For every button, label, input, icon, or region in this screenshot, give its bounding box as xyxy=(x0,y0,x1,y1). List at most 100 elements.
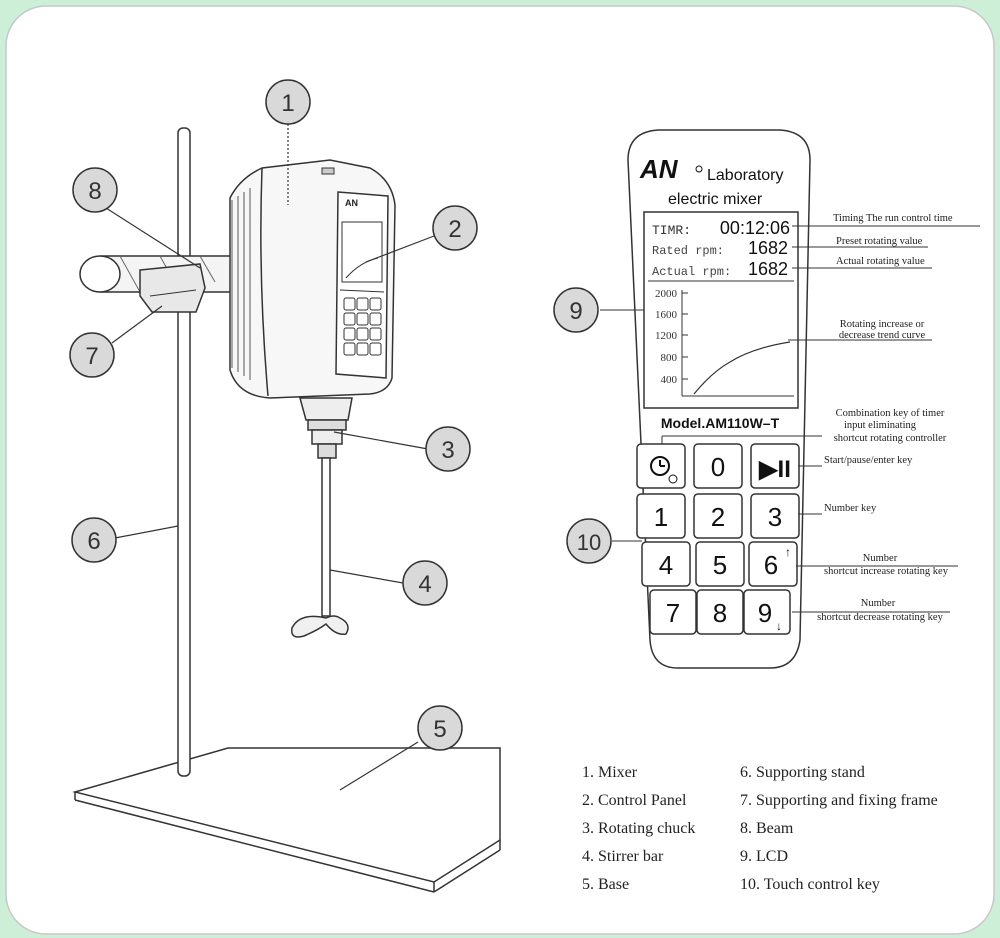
legend-item-6: 6. Supporting stand xyxy=(740,764,865,781)
key-3-label: 3 xyxy=(768,502,782,532)
propeller xyxy=(291,615,349,638)
legend-item-4: 4. Stirrer bar xyxy=(582,848,664,865)
legend-item-10: 10. Touch control key xyxy=(740,876,880,893)
callout-6: 6 xyxy=(71,517,117,563)
annot-combo-3: shortcut rotating controller xyxy=(834,433,947,444)
key-5[interactable] xyxy=(695,541,745,587)
keypad: 0 ▶II 1 2 3 4 5 6 ↑ 7 8 9 ↓ xyxy=(636,443,800,635)
leader-lines-right xyxy=(600,225,980,613)
legend-item-7: 7. Supporting and fixing frame xyxy=(740,792,938,809)
key-7[interactable] xyxy=(649,589,697,635)
callout-8: 8 xyxy=(72,167,118,213)
key-6-label: 6 xyxy=(764,550,778,580)
key-0[interactable] xyxy=(693,443,743,489)
svg-text:9: 9 xyxy=(569,298,582,325)
arrow-up-icon: ↑ xyxy=(785,545,791,559)
lcd-timer-label: TIMR: xyxy=(652,223,691,238)
legend-item-2: 2. Control Panel xyxy=(582,792,687,809)
rotating-chuck xyxy=(299,397,353,421)
mini-keypad xyxy=(343,297,382,356)
annot-inc-1: Number xyxy=(863,553,898,564)
lcd-trend-curve xyxy=(693,341,791,395)
callout-7: 7 xyxy=(69,332,115,378)
leader-lines-left xyxy=(105,124,435,791)
lcd-rated-value: 1682 xyxy=(748,238,788,258)
legend: 1. Mixer 2. Control Panel 3. Rotating ch… xyxy=(582,764,938,893)
callout-5: 5 xyxy=(417,705,463,751)
svg-text:7: 7 xyxy=(85,343,98,370)
model-label: Model.AM110W–T xyxy=(661,415,780,431)
svg-text:1: 1 xyxy=(281,90,294,117)
mini-lcd xyxy=(341,221,383,283)
svg-text:5: 5 xyxy=(433,716,446,743)
annot-dec-2: shortcut decrease rotating key xyxy=(817,612,943,623)
callout-2: 2 xyxy=(432,205,478,251)
lcd-rated-label: Rated rpm: xyxy=(652,244,724,258)
key-8[interactable] xyxy=(696,589,744,635)
callout-4: 4 xyxy=(402,560,448,606)
svg-text:2: 2 xyxy=(448,216,461,243)
legend-item-5: 5. Base xyxy=(582,876,629,893)
play-pause-icon: ▶II xyxy=(758,456,791,483)
key-3[interactable] xyxy=(750,493,800,539)
key-8-label: 8 xyxy=(713,598,727,628)
fixing-frame xyxy=(139,263,206,313)
lcd-tick-400: 400 xyxy=(661,374,678,386)
lcd-y-ticks: 2000 1600 1200 800 400 xyxy=(655,288,678,386)
legend-item-1: 1. Mixer xyxy=(582,764,638,781)
svg-text:AN: AN xyxy=(639,154,679,184)
key-9[interactable] xyxy=(743,589,791,635)
arrow-down-icon: ↓ xyxy=(776,619,782,633)
key-4-label: 4 xyxy=(659,550,673,580)
key-2[interactable] xyxy=(693,493,743,539)
annotations: Timing The run control time Preset rotat… xyxy=(817,213,953,623)
annot-trend-1: Rotating increase or xyxy=(840,319,925,330)
annot-actual: Actual rotating value xyxy=(836,256,925,267)
annot-timing: Timing The run control time xyxy=(833,213,953,224)
callout-1: 1 xyxy=(265,79,311,125)
callout-10: 10 xyxy=(566,518,612,564)
lcd-actual-label: Actual rpm: xyxy=(652,265,731,279)
brand-line2: electric mixer xyxy=(668,191,763,208)
key-1[interactable] xyxy=(636,493,686,539)
lcd-tick-1600: 1600 xyxy=(655,309,678,321)
svg-text:8: 8 xyxy=(88,178,101,205)
legend-item-8: 8. Beam xyxy=(740,820,794,837)
annot-start: Start/pause/enter key xyxy=(824,455,913,466)
timer-clock-icon xyxy=(650,456,678,484)
annot-dec-1: Number xyxy=(861,598,896,609)
lcd-tick-2000: 2000 xyxy=(655,288,678,300)
legend-item-3: 3. Rotating chuck xyxy=(582,820,695,837)
key-7-label: 7 xyxy=(666,598,680,628)
annot-combo-1: Combination key of timer xyxy=(836,408,945,419)
legend-item-9: 9. LCD xyxy=(740,848,788,865)
annot-inc-2: shortcut increase rotating key xyxy=(824,566,949,577)
key-9-label: 9 xyxy=(758,598,772,628)
key-5-label: 5 xyxy=(713,550,727,580)
base-plate xyxy=(72,747,501,883)
svg-text:10: 10 xyxy=(577,530,601,555)
key-2-label: 2 xyxy=(711,502,725,532)
lcd-actual-value: 1682 xyxy=(748,259,788,279)
lcd-timer-value: 00:12:06 xyxy=(720,218,790,238)
key-6[interactable] xyxy=(748,541,798,587)
key-4[interactable] xyxy=(641,541,691,587)
callout-3: 3 xyxy=(425,426,471,472)
annot-trend-2: decrease trend curve xyxy=(839,330,926,341)
stirrer-bar xyxy=(321,457,331,617)
mini-logo: AN xyxy=(345,198,358,208)
lcd-tick-1200: 1200 xyxy=(655,330,678,342)
lcd-tick-800: 800 xyxy=(661,352,678,364)
annot-preset: Preset rotating value xyxy=(836,236,923,247)
key-1-label: 1 xyxy=(654,502,668,532)
key-0-label: 0 xyxy=(711,452,725,482)
lcd-screen xyxy=(643,211,799,409)
brand-logo: AN xyxy=(639,154,703,184)
svg-text:4: 4 xyxy=(418,571,431,598)
annot-number: Number key xyxy=(824,503,877,514)
svg-text:6: 6 xyxy=(87,528,100,555)
callout-9: 9 xyxy=(553,287,599,333)
support-rod xyxy=(177,127,191,777)
svg-text:3: 3 xyxy=(441,437,454,464)
